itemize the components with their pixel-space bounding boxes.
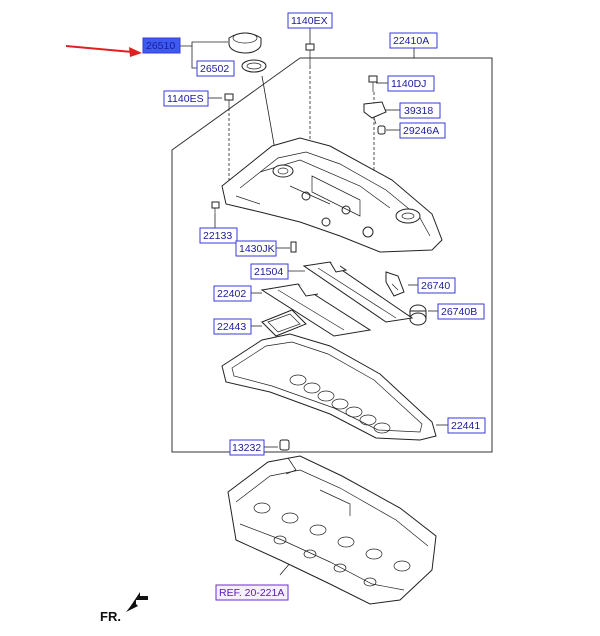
- pin-1430jk: [290, 241, 297, 253]
- label-21504[interactable]: 21504: [250, 263, 289, 280]
- cylinder-head: [227, 455, 437, 605]
- label-29246a-text: 29246A: [403, 125, 439, 137]
- label-22443[interactable]: 22443: [213, 318, 252, 335]
- label-13232-text: 13232: [232, 442, 261, 454]
- front-label: FR.: [100, 609, 121, 624]
- sensor-o-ring: [377, 125, 386, 135]
- label-26502-text: 26502: [200, 63, 229, 75]
- label-29246a[interactable]: 29246A: [399, 122, 446, 139]
- label-39318[interactable]: 39318: [399, 102, 441, 119]
- label-22133-text: 22133: [203, 230, 232, 242]
- label-1140dj-text: 1140DJ: [391, 78, 426, 90]
- label-1430jk[interactable]: 1430JK: [235, 240, 277, 257]
- label-1430jk-text: 1430JK: [239, 243, 275, 255]
- bolt-1140dj: [368, 75, 378, 92]
- bolt-1140ex: [305, 43, 315, 66]
- label-22443-text: 22443: [217, 321, 246, 333]
- label-1140es-text: 1140ES: [167, 93, 204, 105]
- bolt-1140es: [224, 93, 234, 108]
- label-26740b[interactable]: 26740B: [437, 303, 485, 320]
- gasket-22443: [261, 309, 307, 337]
- label-26510-text: 26510: [146, 40, 175, 52]
- pcv-grommet: [409, 304, 427, 326]
- cylinder-head-cover: [221, 137, 443, 253]
- label-39318-text: 39318: [404, 105, 433, 117]
- label-22133[interactable]: 22133: [199, 227, 238, 244]
- label-22441-text: 22441: [451, 420, 480, 432]
- label-22441[interactable]: 22441: [447, 417, 486, 434]
- label-13232[interactable]: 13232: [229, 439, 265, 456]
- label-1140dj[interactable]: 1140DJ: [387, 75, 435, 92]
- front-direction-marker: FR.: [100, 592, 148, 624]
- oil-baffle-21504: [302, 261, 414, 323]
- label-1140ex-text: 1140EX: [291, 15, 328, 27]
- oil-filler-cap: [228, 32, 262, 54]
- label-22410a[interactable]: 22410A: [389, 32, 438, 49]
- stud-22133: [211, 201, 220, 214]
- label-21504-text: 21504: [254, 266, 283, 278]
- label-26510[interactable]: 26510: [142, 37, 181, 54]
- label-26740[interactable]: 26740: [417, 277, 456, 294]
- label-22402[interactable]: 22402: [213, 285, 252, 302]
- label-22410a-text: 22410A: [393, 35, 429, 47]
- label-26740b-text: 26740B: [441, 306, 477, 318]
- cap-gasket: [241, 59, 267, 73]
- label-26502[interactable]: 26502: [196, 60, 235, 77]
- cover-gasket: [221, 333, 437, 441]
- assembly-frame: [171, 57, 493, 453]
- ref-link[interactable]: REF. 20-221A: [215, 584, 289, 601]
- pcv-valve: [385, 271, 405, 297]
- ref-link-text: REF. 20-221A: [219, 587, 284, 599]
- oil-baffle-22402: [260, 283, 372, 337]
- cam-position-sensor: [363, 101, 387, 125]
- label-22402-text: 22402: [217, 288, 246, 300]
- pointer-arrow: [65, 45, 142, 57]
- label-1140es[interactable]: 1140ES: [163, 90, 209, 107]
- plug-13232: [279, 439, 290, 451]
- label-1140ex[interactable]: 1140EX: [287, 12, 333, 29]
- label-26740-text: 26740: [421, 280, 450, 292]
